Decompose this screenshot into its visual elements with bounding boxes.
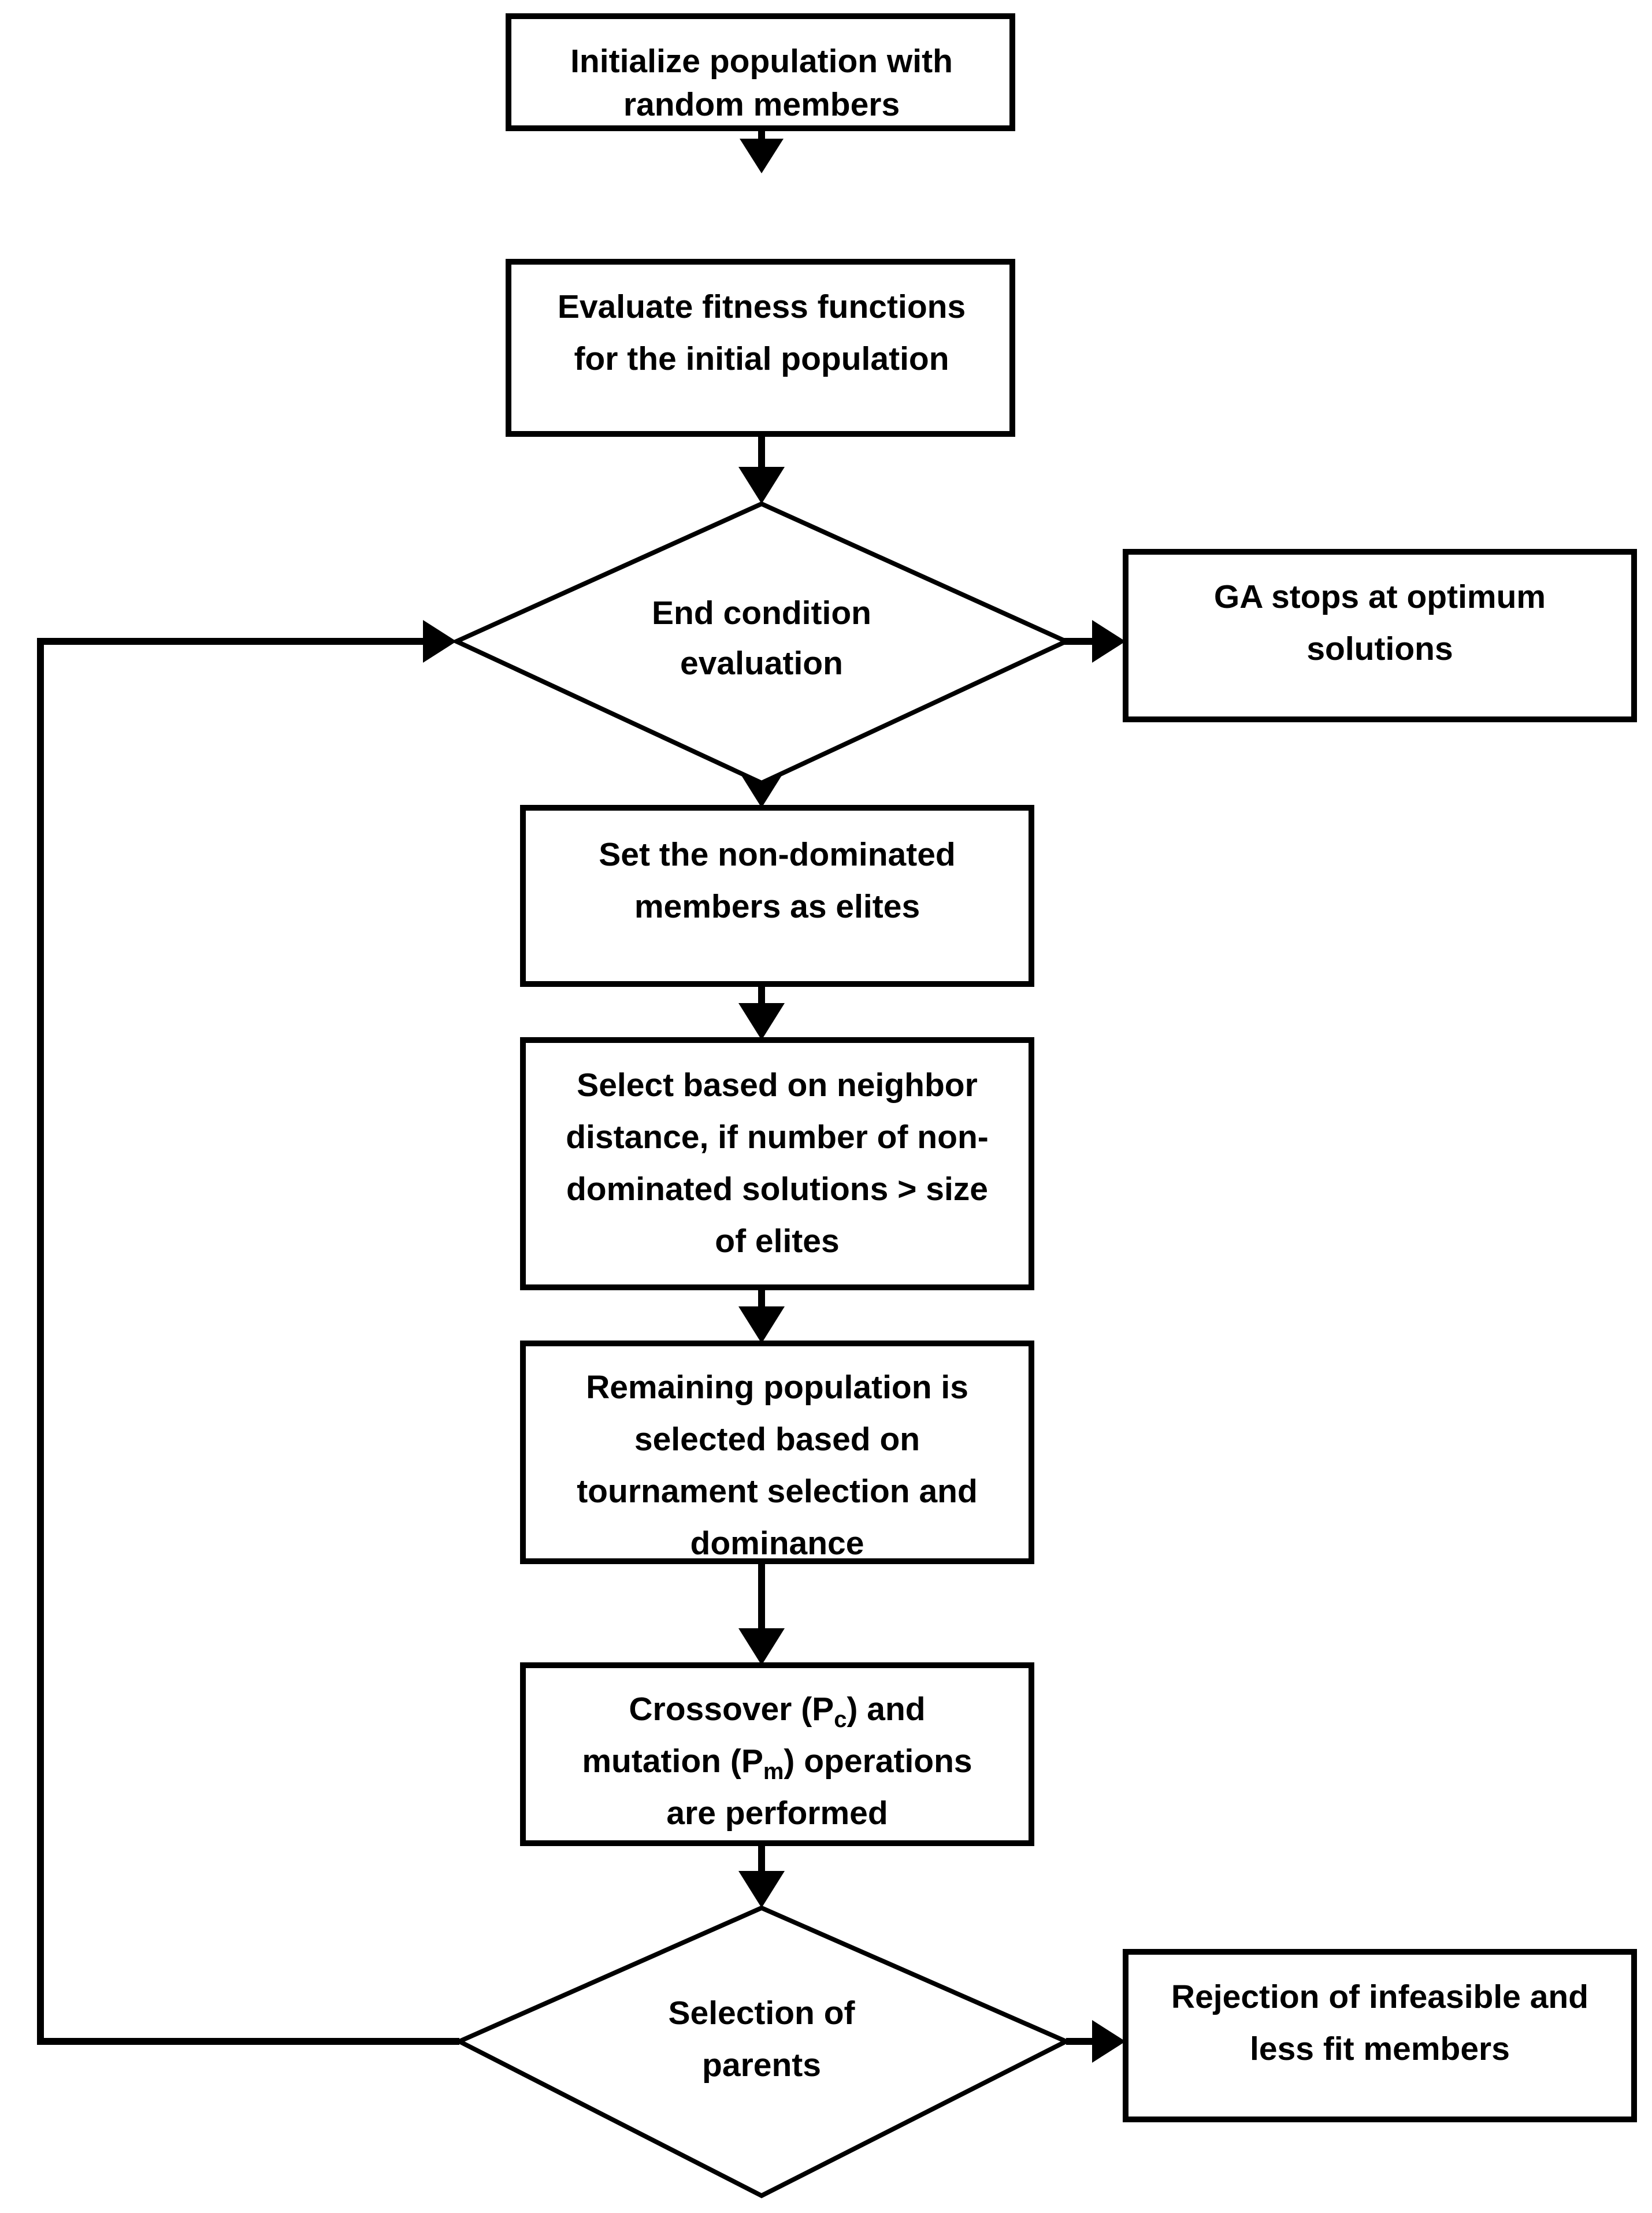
node-select-neighbor-line-2: dominated solutions > size xyxy=(566,1171,988,1208)
node-rejection-members-line-0: Rejection of infeasible and xyxy=(1171,1978,1588,2015)
node-remaining-population-line-2: tournament selection and xyxy=(577,1473,978,1510)
node-set-elites-line-1: members as elites xyxy=(634,888,920,925)
edge-endcondition-to-gastops xyxy=(1063,620,1126,663)
node-ga-stops-line-0: GA stops at optimum xyxy=(1214,578,1546,615)
node-end-condition-line-1: evaluation xyxy=(680,645,843,682)
edge-initialize-to-evaluate xyxy=(740,128,784,173)
node-crossover-mutation-line-1: mutation (Pm) operations xyxy=(582,1743,972,1784)
edge-feedback-loop xyxy=(37,620,459,2045)
node-crossover-mutation-line-2: are performed xyxy=(666,1795,888,1832)
node-remaining-population-line-3: dominance xyxy=(691,1525,864,1562)
node-set-elites: Set the non-dominated members as elites xyxy=(520,805,1034,987)
node-select-neighbor-line-0: Select based on neighbor xyxy=(577,1067,978,1104)
node-selection-parents-line-0: Selection of xyxy=(668,1995,855,2032)
node-remaining-population-line-0: Remaining population is xyxy=(586,1369,968,1406)
node-evaluate-fitness-line-1: for the initial population xyxy=(574,340,949,377)
node-ga-stops: GA stops at optimum solutions xyxy=(1123,549,1637,722)
node-evaluate-fitness: Evaluate fitness functions for the initi… xyxy=(506,259,1015,437)
node-crossover-mutation-line-0: Crossover (Pc) and xyxy=(629,1691,925,1732)
node-select-neighbor-line-3: of elites xyxy=(715,1223,839,1260)
node-selection-parents-line-1: parents xyxy=(702,2047,821,2084)
node-select-neighbor-distance: Select based on neighbor distance, if nu… xyxy=(520,1037,1034,1290)
node-remaining-population: Remaining population is selected based o… xyxy=(520,1341,1034,1564)
node-ga-stops-line-1: solutions xyxy=(1306,630,1453,667)
node-end-condition-line-0: End condition xyxy=(652,595,871,632)
node-rejection-members-line-1: less fit members xyxy=(1250,2030,1510,2067)
node-crossover-mutation: Crossover (Pc) and mutation (Pm) operati… xyxy=(520,1662,1034,1846)
node-initialize-population-line-0: Initialize population with xyxy=(570,43,953,80)
node-remaining-population-line-1: selected based on xyxy=(634,1421,920,1458)
edge-remaining-to-crossover xyxy=(738,1561,785,1665)
node-set-elites-line-0: Set the non-dominated xyxy=(599,836,955,873)
node-end-condition-evaluation: End condition evaluation xyxy=(451,501,1072,786)
edge-setelites-to-selectneighbor xyxy=(738,984,785,1040)
edge-selectneighbor-to-remaining xyxy=(738,1287,785,1343)
node-evaluate-fitness-line-0: Evaluate fitness functions xyxy=(558,288,966,325)
node-selection-of-parents: Selection of parents xyxy=(454,1905,1072,2199)
node-select-neighbor-line-1: distance, if number of non- xyxy=(566,1119,989,1156)
edge-crossover-to-selectionparents xyxy=(738,1843,785,1908)
node-initialize-population: Initialize population with random member… xyxy=(506,13,1015,131)
edge-selectionparents-to-rejection xyxy=(1066,2020,1126,2063)
node-initialize-population-line-1: random members xyxy=(623,86,900,123)
node-rejection-members: Rejection of infeasible and less fit mem… xyxy=(1123,1949,1637,2122)
